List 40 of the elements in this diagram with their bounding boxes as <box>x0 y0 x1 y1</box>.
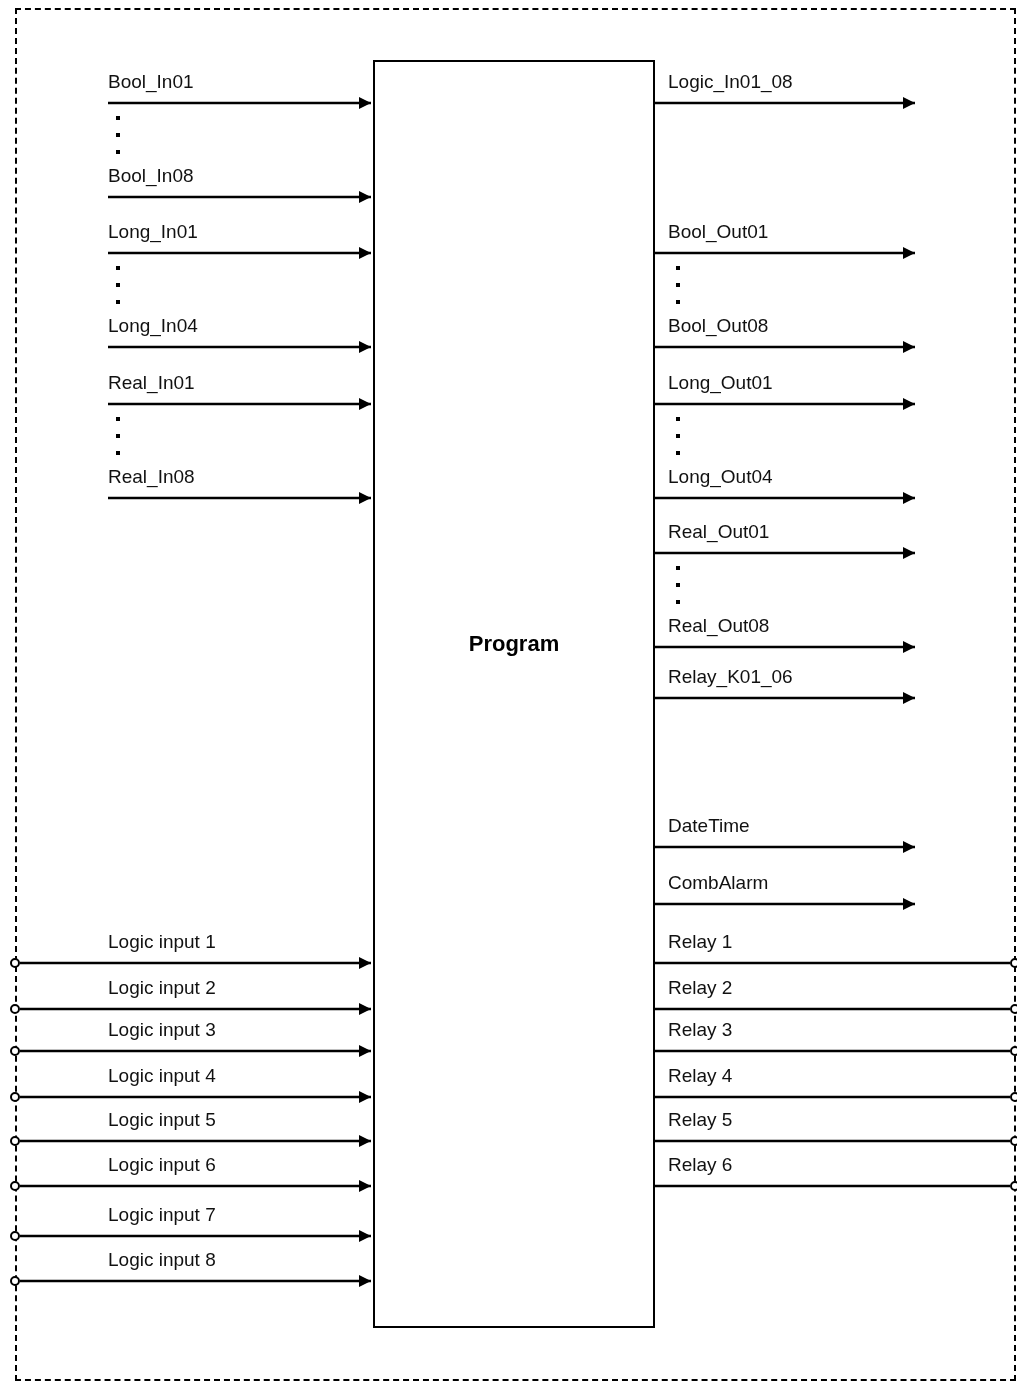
arrow <box>20 957 371 969</box>
arrow <box>20 1275 371 1287</box>
arrow <box>20 1135 371 1147</box>
arrow <box>108 97 371 109</box>
arrow <box>653 341 915 353</box>
terminal-circle <box>1010 1092 1017 1102</box>
arrow <box>20 1091 371 1103</box>
arrow <box>653 547 915 559</box>
terminal-circle <box>10 1092 20 1102</box>
terminal-circle <box>10 958 20 968</box>
arrow <box>653 398 915 410</box>
arrow <box>20 1180 371 1192</box>
terminal-circle <box>10 1136 20 1146</box>
arrow <box>653 898 915 910</box>
program-block <box>373 60 655 1328</box>
terminal-circle <box>1010 1181 1017 1191</box>
arrow <box>653 247 915 259</box>
arrow <box>20 1003 371 1015</box>
arrow <box>108 398 371 410</box>
terminal-circle <box>10 1004 20 1014</box>
arrow <box>108 191 371 203</box>
terminal-circle <box>10 1181 20 1191</box>
arrow <box>20 1045 371 1057</box>
terminal-circle <box>1010 1046 1017 1056</box>
arrow <box>653 641 915 653</box>
terminal-circle <box>1010 1004 1017 1014</box>
terminal-circle <box>1010 958 1017 968</box>
arrow <box>108 492 371 504</box>
terminal-circle <box>10 1231 20 1241</box>
terminal-circle <box>10 1276 20 1286</box>
arrow <box>20 1230 371 1242</box>
arrow <box>108 341 371 353</box>
terminal-circle <box>10 1046 20 1056</box>
arrow <box>653 492 915 504</box>
arrow <box>108 247 371 259</box>
arrow <box>653 692 915 704</box>
arrow <box>653 97 915 109</box>
block-title: Program <box>468 631 560 657</box>
arrow <box>653 841 915 853</box>
terminal-circle <box>1010 1136 1017 1146</box>
